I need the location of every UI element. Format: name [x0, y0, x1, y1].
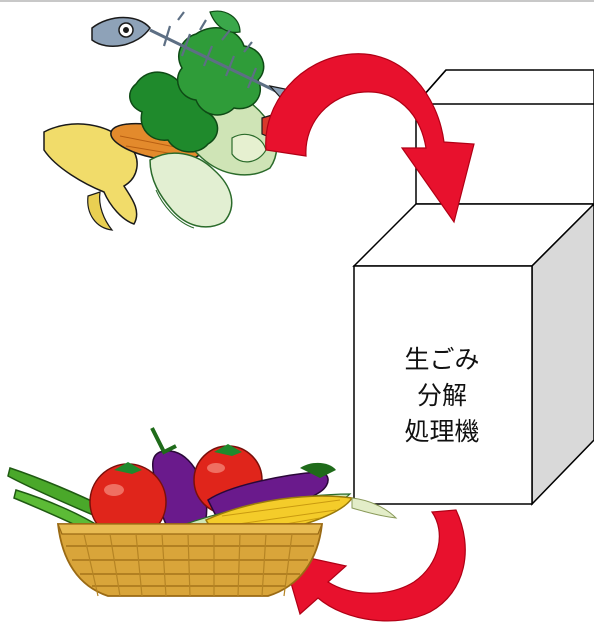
machine-label-line-3: 処理機 — [404, 417, 480, 446]
vegetable-basket-icon — [7, 427, 398, 597]
machine-label-line-2: 分解 — [416, 381, 467, 410]
machine-front-face — [353, 265, 533, 505]
top-divider — [0, 0, 594, 2]
machine-label: 生ごみ 分解 処理機 — [356, 342, 528, 450]
machine-label-line-1: 生ごみ — [404, 345, 480, 374]
processor-machine — [352, 202, 594, 506]
curved-arrow-icon — [265, 53, 475, 224]
food-scraps-icon — [43, 10, 301, 231]
curved-arrow-icon — [281, 509, 466, 622]
